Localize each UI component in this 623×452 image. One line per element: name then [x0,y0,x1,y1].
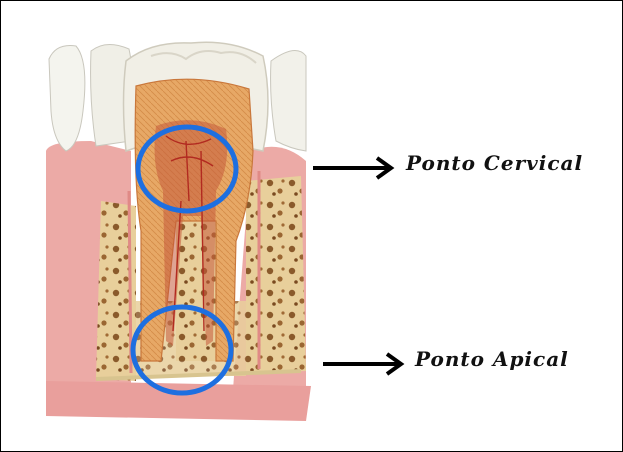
cervical-highlight-circle [135,124,239,214]
right-arrow-icon [323,352,405,376]
cervical-point-label: Ponto Cervical [406,151,584,175]
neighbor-tooth-right [270,50,307,152]
bone-right [246,176,306,373]
periodontal-ligament-left [127,190,133,374]
crown-top-ridges [150,50,257,64]
right-arrow-icon [313,156,395,180]
apical-point-label: Ponto Apical [415,347,569,371]
apical-highlight-circle [130,304,234,396]
lower-gum [46,381,311,421]
pulp-vessels [165,135,214,332]
neighbor-tooth-left [48,45,86,152]
cortical-line [95,369,302,381]
bone-left [96,201,136,381]
pulp-chamber [154,120,228,346]
